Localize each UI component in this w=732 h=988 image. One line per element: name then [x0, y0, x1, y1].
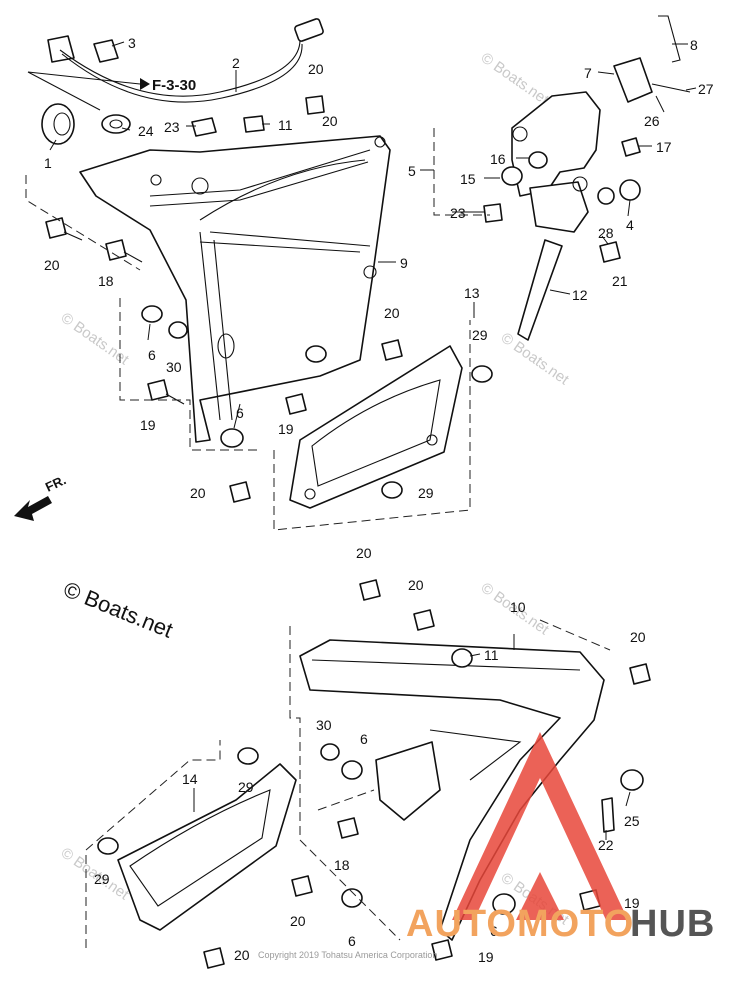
- callout-23: 23: [450, 205, 466, 221]
- callout-21: 21: [612, 273, 628, 289]
- callout-26: 26: [644, 113, 660, 129]
- callout-2: 2: [232, 55, 240, 71]
- callout-16: 16: [490, 151, 506, 167]
- callout-20: 20: [290, 913, 306, 929]
- inner-cover-right: [229, 339, 493, 509]
- callout-20: 20: [44, 257, 60, 273]
- reference-arrow: F-3-30: [27, 71, 196, 111]
- leader-lines: [49, 41, 697, 840]
- callout-20: 20: [308, 61, 324, 77]
- callout-20: 20: [408, 577, 424, 593]
- callout-27: 27: [698, 81, 714, 97]
- callout-19: 19: [478, 949, 494, 965]
- callout-6: 6: [490, 923, 498, 939]
- callout-20: 20: [234, 947, 250, 963]
- logo-text-hub: HUB: [630, 903, 715, 945]
- copyright-watermark: © Boats.net: [60, 576, 176, 642]
- lower-hardware: [320, 743, 615, 961]
- callout-6: 6: [348, 933, 356, 949]
- callout-29: 29: [238, 779, 254, 795]
- watermark: © Boats.net: [58, 309, 133, 368]
- watermark: © Boats.net: [478, 49, 553, 108]
- group-outlines: [25, 128, 611, 948]
- callout-7: 7: [584, 65, 592, 81]
- callout-20: 20: [190, 485, 206, 501]
- callout-6: 6: [236, 405, 244, 421]
- callout-30: 30: [166, 359, 182, 375]
- callout-8: 8: [690, 37, 698, 53]
- callout-10: 10: [510, 599, 526, 615]
- upper-cover-assembly: [79, 115, 391, 443]
- callout-9: 9: [400, 255, 408, 271]
- callout-19: 19: [140, 417, 156, 433]
- callout-28: 28: [598, 225, 614, 241]
- callout-20: 20: [356, 545, 372, 561]
- callout-22: 22: [598, 837, 614, 853]
- callout-5: 5: [408, 163, 416, 179]
- callout-4: 4: [626, 217, 634, 233]
- callout-23: 23: [164, 119, 180, 135]
- watermark: © Boats.net: [498, 329, 573, 388]
- callout-29: 29: [418, 485, 434, 501]
- callout-20: 20: [322, 113, 338, 129]
- callout-6: 6: [148, 347, 156, 363]
- callout-3: 3: [128, 35, 136, 51]
- side-cover-left: [97, 747, 313, 969]
- bracket-assembly: [483, 15, 691, 341]
- callout-15: 15: [460, 171, 476, 187]
- callout-12: 12: [572, 287, 588, 303]
- callout-14: 14: [182, 771, 198, 787]
- callout-1: 1: [44, 155, 52, 171]
- callout-30: 30: [316, 717, 332, 733]
- callout-17: 17: [656, 139, 672, 155]
- callout-25: 25: [624, 813, 640, 829]
- callout-11: 11: [484, 647, 499, 663]
- callout-18: 18: [98, 273, 114, 289]
- cable-assembly: [41, 18, 324, 145]
- callout-20: 20: [384, 305, 400, 321]
- callout-18: 18: [334, 857, 350, 873]
- direction-label: FR.: [43, 472, 68, 494]
- callout-20: 20: [630, 629, 646, 645]
- front-direction-arrow: FR.: [14, 472, 68, 521]
- callout-numbers: 1 2 3 4 5 6 6 6 6 6 7 8 9 10 11 11 12 13…: [44, 35, 714, 965]
- footer-copyright: Copyright 2019 Tohatsu America Corporati…: [258, 950, 437, 960]
- callout-6: 6: [360, 731, 368, 747]
- lower-cover-assembly: [299, 579, 651, 941]
- callout-19: 19: [278, 421, 294, 437]
- callout-29: 29: [472, 327, 488, 343]
- callout-13: 13: [464, 285, 480, 301]
- grommet-set: [141, 305, 244, 448]
- logo-text-automoto: AUTOMOTO: [406, 903, 634, 945]
- callout-11: 11: [278, 117, 293, 133]
- callout-19: 19: [624, 895, 640, 911]
- reference-label: F-3-30: [152, 77, 196, 94]
- callout-29: 29: [94, 871, 110, 887]
- bolts-left: [45, 95, 325, 405]
- callout-24: 24: [138, 123, 154, 139]
- automotohub-logo: AUTOMOTO HUB: [406, 732, 715, 945]
